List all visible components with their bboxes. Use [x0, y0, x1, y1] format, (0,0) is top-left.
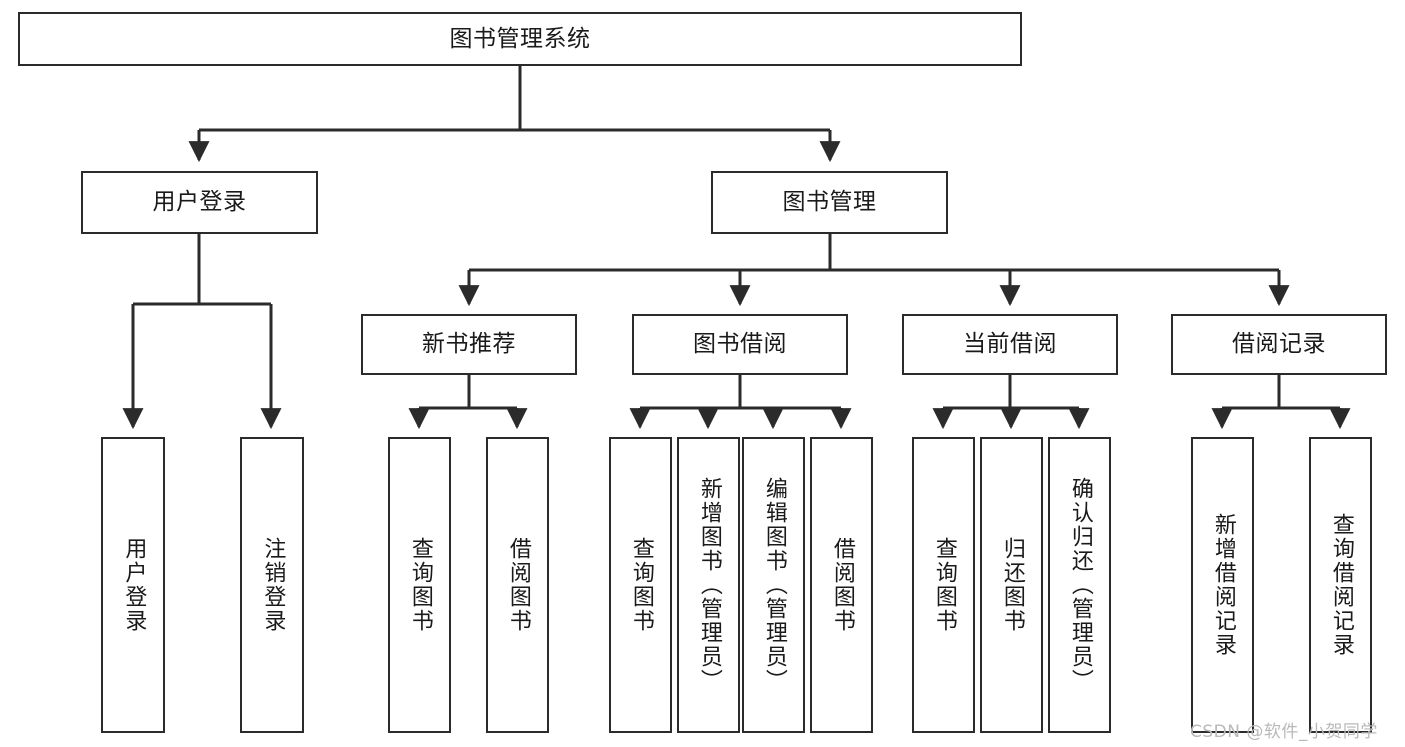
node-leaf-add-record[interactable]: 新增借阅记录 [1191, 437, 1254, 733]
node-new-book-recommend[interactable]: 新书推荐 [361, 314, 577, 375]
node-leaf-add-book[interactable]: 新增图书（管理员） [677, 437, 740, 733]
node-leaf-return-book-label: 归还图书 [999, 537, 1025, 633]
node-leaf-logout-login[interactable]: 注销登录 [240, 437, 304, 733]
node-leaf-query-book-1[interactable]: 查询图书 [388, 437, 451, 733]
node-leaf-query-record-label: 查询借阅记录 [1328, 513, 1354, 657]
node-leaf-query-record[interactable]: 查询借阅记录 [1309, 437, 1372, 733]
node-leaf-borrow-book-2-label: 借阅图书 [829, 537, 855, 633]
node-book-borrow-label: 图书借阅 [693, 331, 787, 357]
node-root-label: 图书管理系统 [449, 25, 591, 52]
node-borrow-record-label: 借阅记录 [1232, 331, 1326, 357]
node-borrow-record[interactable]: 借阅记录 [1171, 314, 1387, 375]
node-leaf-confirm-return-label: 确认归还（管理员） [1067, 477, 1093, 693]
node-leaf-user-login-label: 用户登录 [121, 537, 147, 633]
node-current-borrow-label: 当前借阅 [963, 331, 1057, 357]
node-leaf-query-book-1-label: 查询图书 [407, 537, 433, 633]
csdn-watermark: CSDN @软件_小贺同学 [1190, 722, 1378, 742]
node-leaf-edit-book-label: 编辑图书（管理员） [761, 477, 787, 693]
node-book-management[interactable]: 图书管理 [711, 171, 948, 234]
node-book-management-label: 图书管理 [782, 189, 877, 215]
node-root[interactable]: 图书管理系统 [18, 12, 1022, 66]
node-user-login-label: 用户登录 [152, 189, 247, 215]
node-user-login[interactable]: 用户登录 [81, 171, 318, 234]
node-leaf-borrow-book-1-label: 借阅图书 [505, 537, 531, 633]
node-leaf-query-book-2-label: 查询图书 [628, 537, 654, 633]
node-book-borrow[interactable]: 图书借阅 [632, 314, 848, 375]
node-leaf-add-record-label: 新增借阅记录 [1210, 513, 1236, 657]
node-current-borrow[interactable]: 当前借阅 [902, 314, 1118, 375]
node-leaf-user-login[interactable]: 用户登录 [101, 437, 165, 733]
node-leaf-borrow-book-2[interactable]: 借阅图书 [810, 437, 873, 733]
node-leaf-add-book-label: 新增图书（管理员） [696, 477, 722, 693]
node-leaf-logout-login-label: 注销登录 [260, 537, 286, 633]
node-leaf-query-book-3[interactable]: 查询图书 [912, 437, 975, 733]
node-leaf-query-book-2[interactable]: 查询图书 [609, 437, 672, 733]
node-new-book-recommend-label: 新书推荐 [422, 331, 516, 357]
node-leaf-confirm-return[interactable]: 确认归还（管理员） [1048, 437, 1111, 733]
node-leaf-query-book-3-label: 查询图书 [931, 537, 957, 633]
node-leaf-borrow-book-1[interactable]: 借阅图书 [486, 437, 549, 733]
node-leaf-edit-book[interactable]: 编辑图书（管理员） [742, 437, 805, 733]
node-leaf-return-book[interactable]: 归还图书 [980, 437, 1043, 733]
